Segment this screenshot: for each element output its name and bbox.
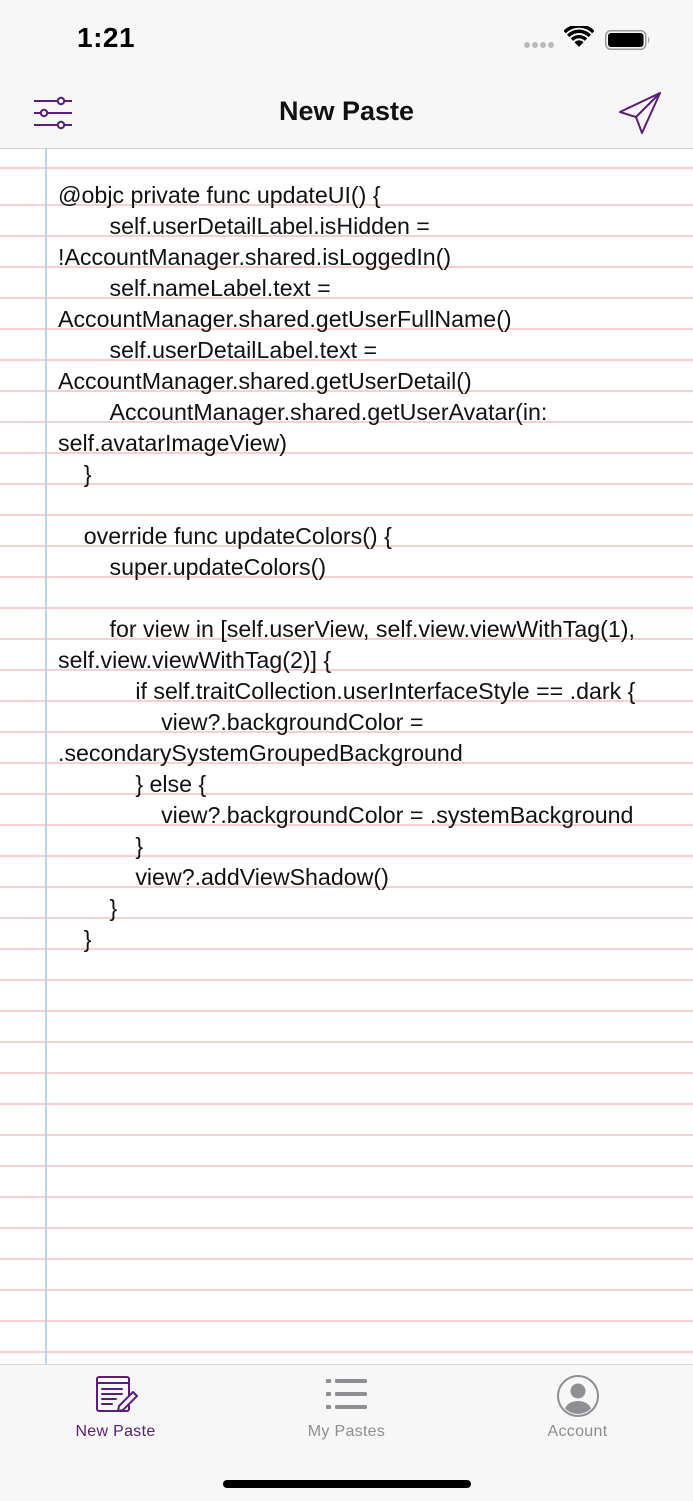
page-title: New Paste: [278, 96, 415, 126]
account-icon: [556, 1375, 599, 1417]
signal-dots-icon: [524, 42, 556, 60]
tab-label-my-pastes: My Pastes: [307, 1423, 386, 1440]
wifi-icon: [564, 26, 594, 47]
navigation-bar: New Paste: [0, 80, 693, 149]
tab-bar: New Paste My Pastes Account: [0, 1364, 693, 1501]
tab-label-new-paste: New Paste: [75, 1423, 156, 1440]
settings-button[interactable]: [30, 93, 76, 133]
paste-editor[interactable]: @objc private func updateUI() { self.use…: [0, 149, 693, 1364]
new-paste-icon: [95, 1376, 138, 1412]
tab-my-pastes[interactable]: My Pastes: [231, 1365, 462, 1455]
send-button[interactable]: [616, 90, 664, 136]
list-icon: [325, 1379, 367, 1409]
margin-line: [45, 149, 47, 1364]
home-indicator[interactable]: [223, 1480, 471, 1488]
tab-account[interactable]: Account: [462, 1365, 693, 1455]
code-text-area[interactable]: @objc private func updateUI() { self.use…: [58, 182, 636, 952]
status-time: 1:21: [77, 22, 136, 53]
tab-label-account: Account: [547, 1423, 608, 1440]
send-paper-plane-icon: [619, 92, 661, 134]
battery-icon: [605, 30, 650, 50]
status-bar: 1:21: [0, 0, 693, 80]
settings-sliders-icon: [34, 96, 72, 130]
tab-new-paste[interactable]: New Paste: [0, 1365, 231, 1455]
